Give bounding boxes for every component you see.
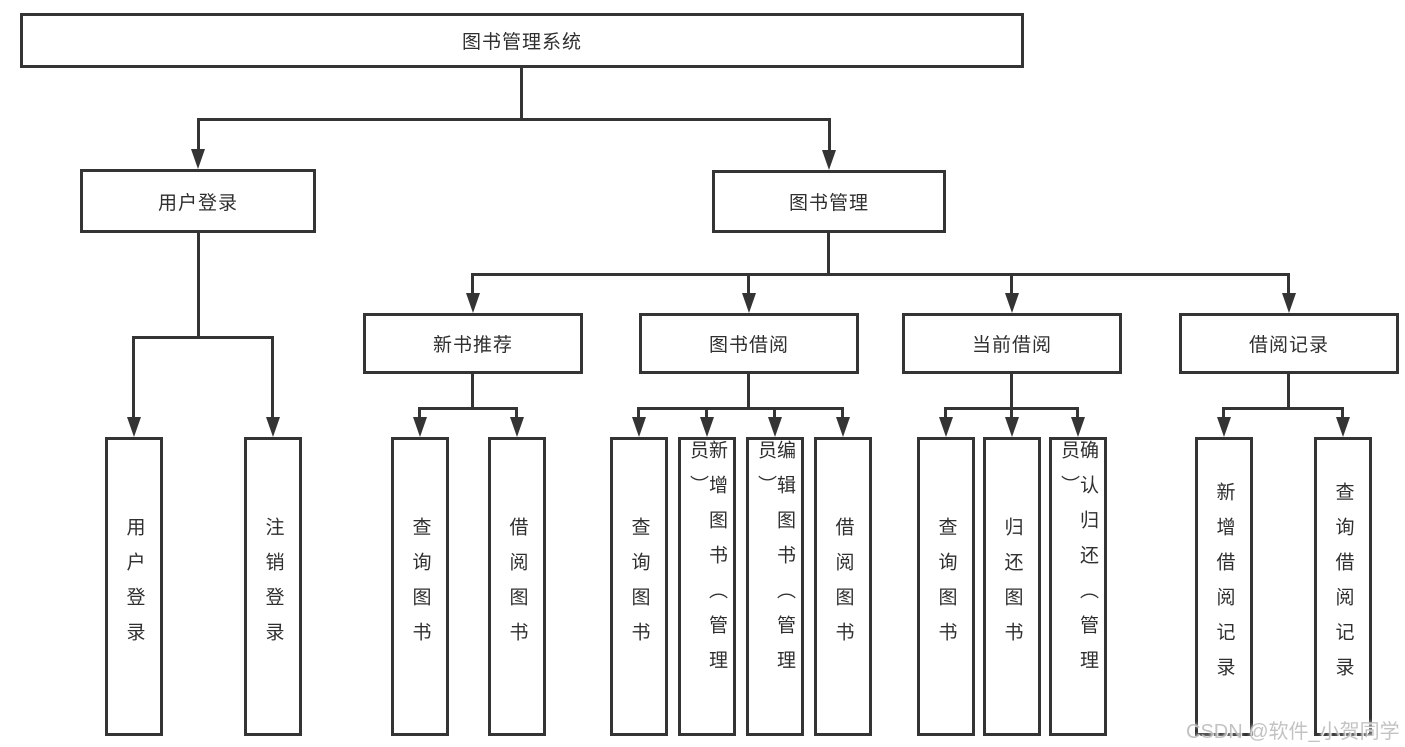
node-leaf-add-borrow-record: 新增借阅记录 [1195, 437, 1253, 736]
arrow-down-icon [939, 417, 953, 437]
connector-level3-rail [471, 273, 1290, 276]
connector-to-leaf [944, 407, 947, 420]
node-book-borrowing-label: 图书借阅 [708, 335, 789, 356]
node-leaf-user-login-label: 用户登录 [123, 516, 145, 657]
node-current-borrowing-label: 当前借阅 [971, 335, 1052, 356]
connector-to-leaf-user-login [132, 336, 135, 419]
connector-to-leaf [515, 407, 518, 420]
connector-to-new-book-recommendation [471, 273, 474, 295]
node-leaf-query-books-2-label: 查询图书 [628, 516, 650, 657]
connector-group-stub [1287, 372, 1290, 409]
arrow-down-icon [266, 417, 280, 437]
connector-to-borrowing-records [1287, 273, 1290, 295]
arrow-down-icon [1005, 293, 1019, 313]
node-leaf-confirm-return-admin-label: 确认归还（管理员） [1058, 440, 1098, 685]
node-leaf-query-books-3-label: 查询图书 [935, 516, 957, 657]
connector-level2-rail [197, 118, 831, 121]
connector-to-leaf [1076, 407, 1079, 420]
node-leaf-query-borrow-record: 查询借阅记录 [1314, 437, 1372, 736]
arrow-down-icon [1336, 417, 1350, 437]
connector-to-book-borrowing [747, 273, 750, 295]
arrow-down-icon [413, 417, 427, 437]
node-book-borrowing: 图书借阅 [639, 313, 859, 374]
node-leaf-query-books-1: 查询图书 [391, 437, 449, 736]
node-new-book-recommendation: 新书推荐 [363, 313, 583, 374]
node-leaf-borrow-books-2-label: 借阅图书 [832, 516, 854, 657]
node-leaf-edit-book-admin: 编辑图书（管理员） [746, 437, 804, 736]
node-new-book-recommendation-label: 新书推荐 [432, 335, 513, 356]
arrow-down-icon [510, 417, 524, 437]
connector-to-leaf [841, 407, 844, 420]
node-library-management-system: 图书管理系统 [20, 13, 1024, 68]
node-leaf-add-book-admin: 新增图书（管理员） [678, 437, 736, 736]
node-leaf-borrow-books-1: 借阅图书 [488, 437, 546, 736]
connector-to-user-login [197, 118, 200, 151]
node-book-management: 图书管理 [712, 170, 946, 233]
node-leaf-query-borrow-record-label: 查询借阅记录 [1332, 481, 1354, 692]
node-leaf-add-borrow-record-label: 新增借阅记录 [1213, 481, 1235, 692]
arrow-down-icon [768, 417, 782, 437]
node-leaf-query-books-1-label: 查询图书 [409, 516, 431, 657]
connector-user-login-stub [197, 231, 200, 338]
arrow-down-icon [1071, 417, 1085, 437]
connector-user-login-rail [132, 336, 274, 339]
connector-to-book-management [828, 118, 831, 152]
arrow-down-icon [836, 417, 850, 437]
arrow-down-icon [822, 150, 836, 170]
arrow-down-icon [127, 417, 141, 437]
arrow-down-icon [632, 417, 646, 437]
node-leaf-query-books-2: 查询图书 [610, 437, 668, 736]
node-leaf-return-books: 归还图书 [983, 437, 1041, 736]
arrow-down-icon [1217, 417, 1231, 437]
connector-group-stub [1010, 372, 1013, 409]
node-leaf-borrow-books-2: 借阅图书 [814, 437, 872, 736]
arrow-down-icon [742, 293, 756, 313]
node-leaf-edit-book-admin-label: 编辑图书（管理员） [755, 440, 795, 685]
arrow-down-icon [1282, 293, 1296, 313]
node-leaf-logout: 注销登录 [244, 437, 302, 736]
node-borrowing-records-label: 借阅记录 [1248, 335, 1329, 356]
node-leaf-borrow-books-1-label: 借阅图书 [506, 516, 528, 657]
node-user-login: 用户登录 [80, 169, 316, 233]
node-current-borrowing: 当前借阅 [902, 313, 1122, 374]
connector-group-stub [471, 372, 474, 409]
arrow-down-icon [191, 149, 205, 169]
connector-to-leaf [705, 407, 708, 420]
node-leaf-user-login: 用户登录 [105, 437, 163, 736]
connector-group-rail [418, 407, 518, 410]
arrow-down-icon [700, 417, 714, 437]
connector-to-leaf [1010, 407, 1013, 420]
connector-root-stub [520, 66, 523, 121]
node-user-login-label: 用户登录 [157, 192, 238, 214]
arrow-down-icon [466, 293, 480, 313]
node-library-management-system-label: 图书管理系统 [461, 32, 582, 53]
connector-to-current-borrowing [1010, 273, 1013, 295]
connector-to-leaf [773, 407, 776, 420]
connector-book-management-stub [827, 231, 830, 275]
node-leaf-logout-label: 注销登录 [262, 516, 284, 657]
connector-to-leaf [1341, 407, 1344, 420]
connector-group-stub [747, 372, 750, 409]
node-leaf-add-book-admin-label: 新增图书（管理员） [687, 440, 727, 685]
connector-to-leaf [1222, 407, 1225, 420]
connector-group-rail [1222, 407, 1344, 410]
node-leaf-confirm-return-admin: 确认归还（管理员） [1049, 437, 1107, 736]
connector-to-leaf-logout [271, 336, 274, 419]
node-borrowing-records: 借阅记录 [1179, 313, 1399, 374]
connector-to-leaf [637, 407, 640, 420]
watermark: CSDN @软件_小贺同学 [1186, 721, 1400, 743]
node-leaf-return-books-label: 归还图书 [1001, 516, 1023, 657]
node-book-management-label: 图书管理 [788, 193, 869, 214]
node-leaf-query-books-3: 查询图书 [917, 437, 975, 736]
connector-group-rail [637, 407, 844, 410]
arrow-down-icon [1005, 417, 1019, 437]
connector-to-leaf [418, 407, 421, 420]
